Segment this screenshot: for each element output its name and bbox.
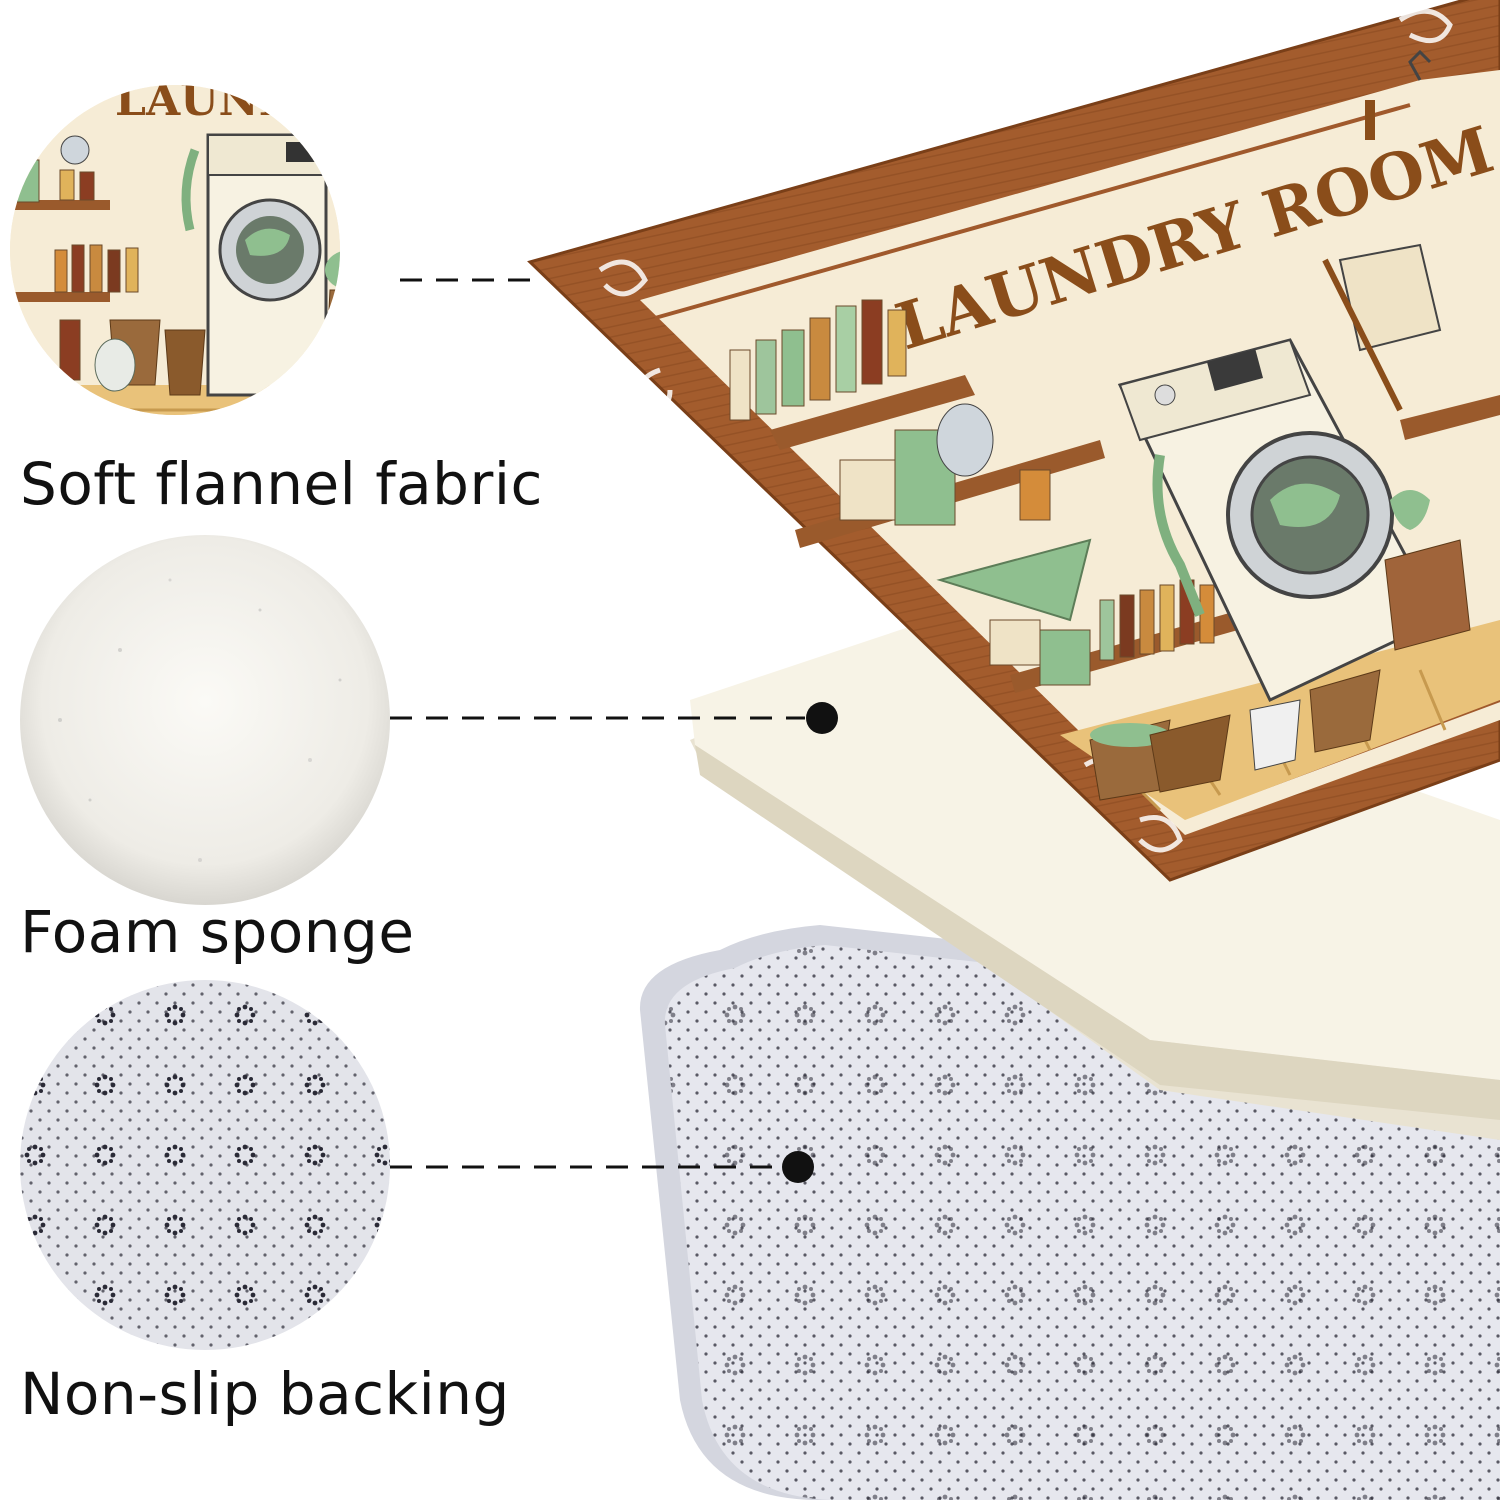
hanger-rack [1322, 49, 1500, 651]
bottle-shelf [729, 299, 1381, 801]
backing-zoom-circle [20, 980, 390, 1350]
foam-marker-dot [806, 702, 838, 734]
foam-layer [690, 620, 1500, 1140]
washing-machine [1117, 338, 1443, 702]
backing-marker-dot [782, 1151, 814, 1183]
foam-label: Foam sponge [20, 898, 415, 966]
zoom-title: LAUNDRY R [115, 75, 416, 126]
fabric-zoom-circle: LAUNDRY R [10, 75, 416, 415]
fabric-layer: LAUNDRY ROOM [527, 0, 1500, 882]
fabric-label: Soft flannel fabric [20, 450, 543, 518]
foam-zoom-circle [20, 535, 390, 905]
leader-lines [390, 278, 805, 1169]
backing-label: Non-slip backing [20, 1360, 510, 1428]
